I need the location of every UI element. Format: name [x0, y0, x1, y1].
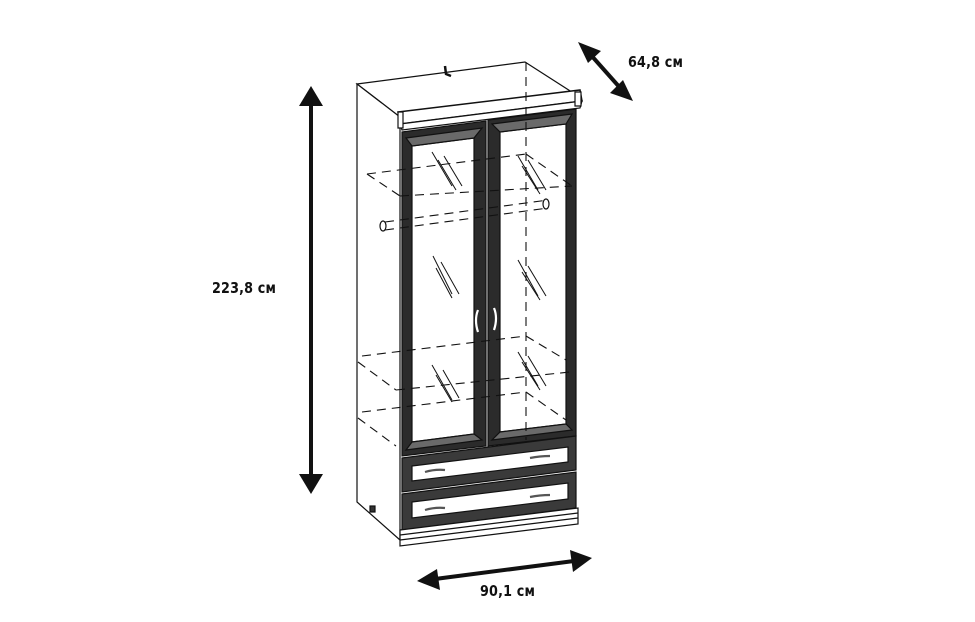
height-arrow-icon [299, 86, 323, 494]
width-arrow-icon [417, 550, 592, 590]
depth-arrow-icon [578, 42, 633, 101]
height-dimension-label: 223,8 см [212, 279, 277, 297]
depth-dimension-label: 64,8 см [628, 53, 684, 71]
wardrobe [355, 61, 583, 547]
width-dimension-label: 90,1 см [480, 582, 536, 600]
